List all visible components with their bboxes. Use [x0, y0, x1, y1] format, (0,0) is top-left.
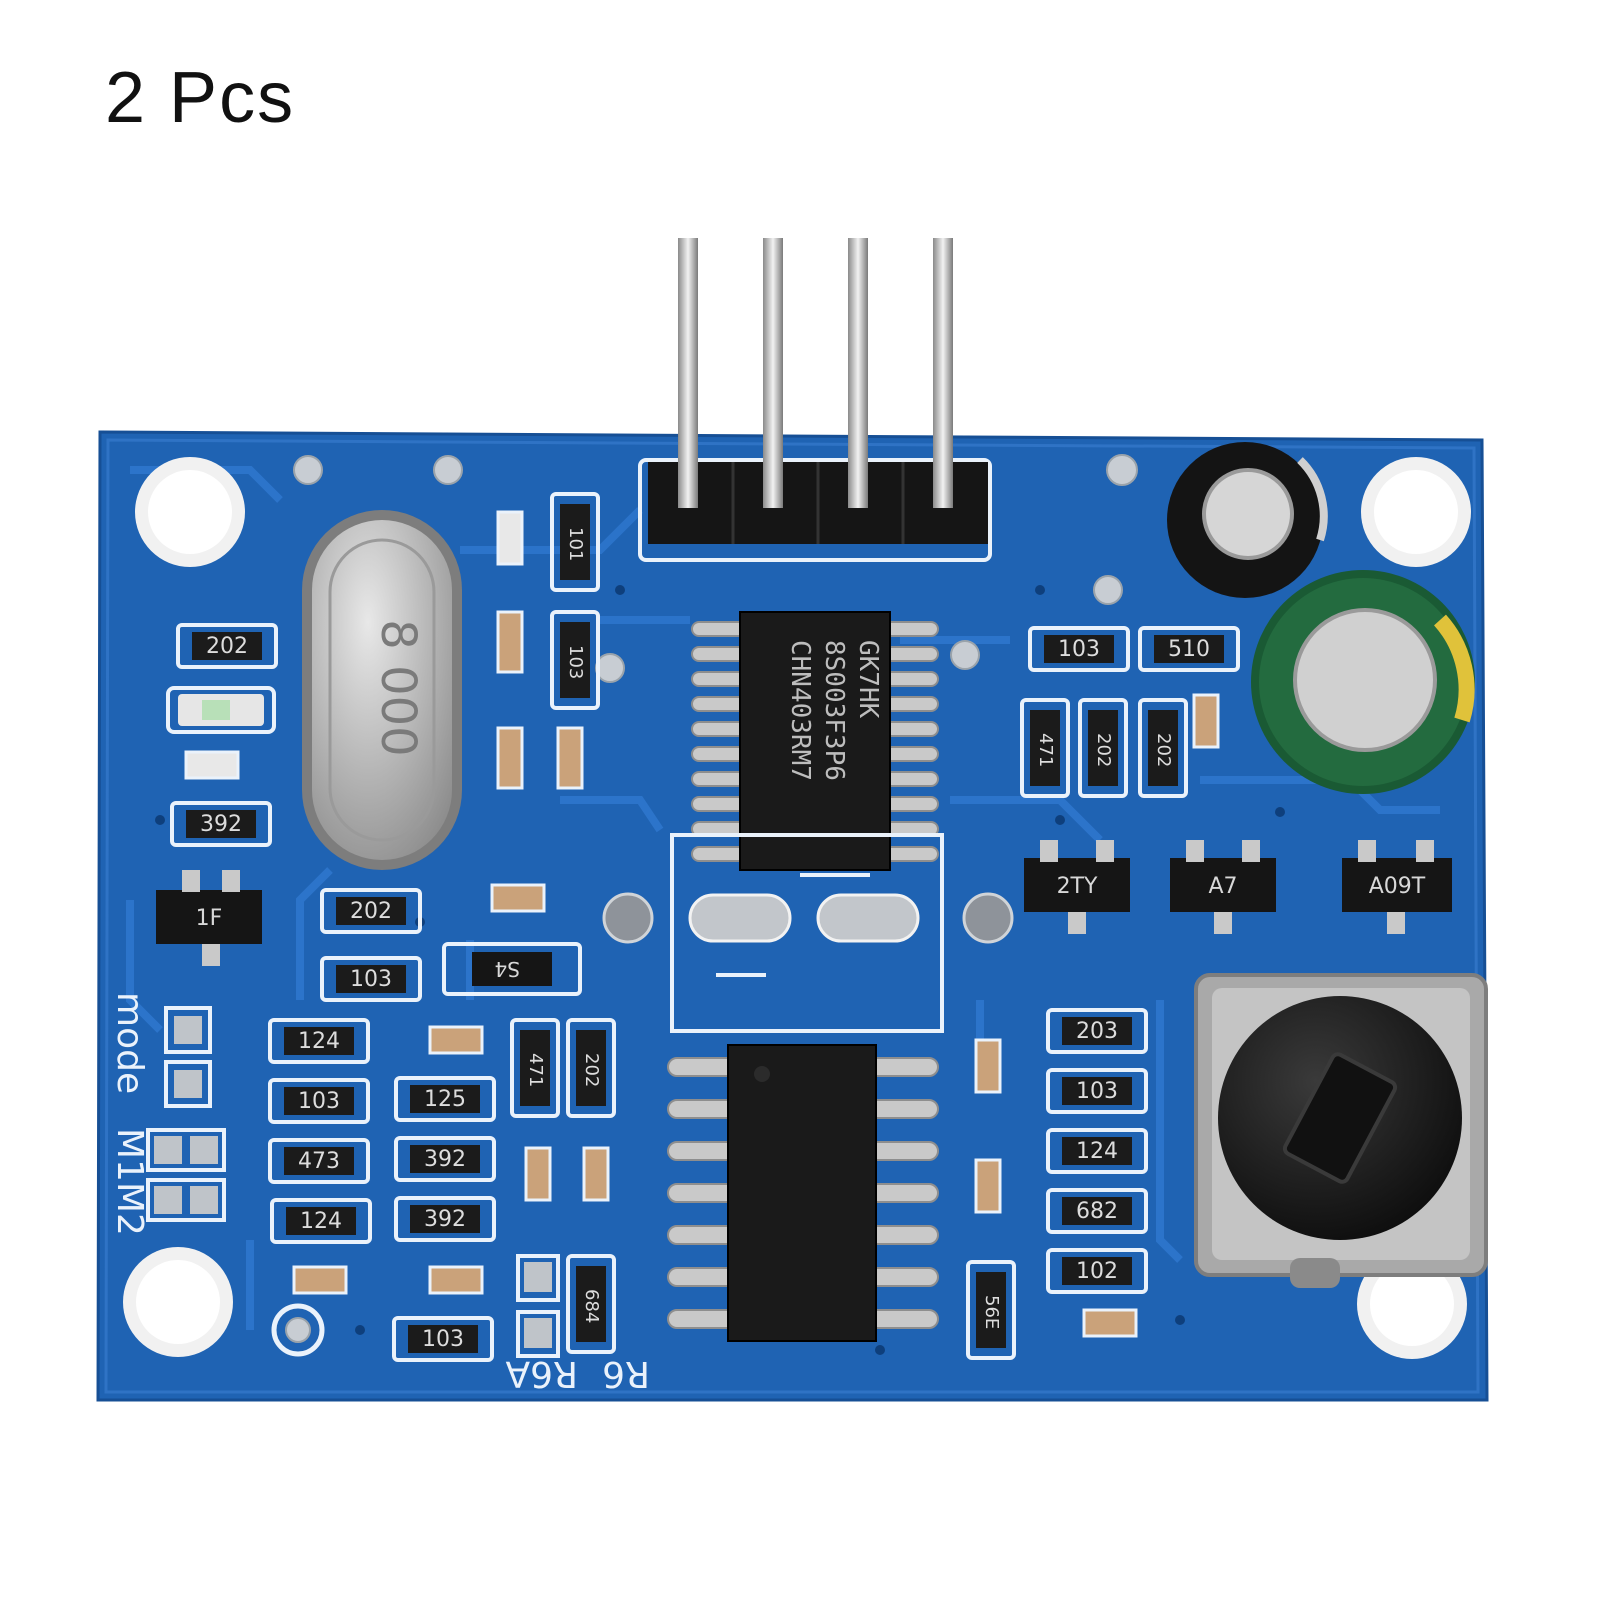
svg-text:A09T: A09T: [1369, 874, 1426, 899]
resistor-r-b8: 103: [392, 1316, 494, 1362]
svg-text:103: 103: [422, 1327, 464, 1352]
svg-text:103: 103: [1058, 637, 1100, 662]
resistor-r-b5: 125: [394, 1076, 496, 1122]
transistor-q1: 1F: [156, 870, 262, 966]
ceramic-capacitors: [184, 510, 1220, 1338]
resistor-r-left-2: 392: [170, 801, 272, 847]
jumper-pads: [146, 1006, 560, 1358]
svg-text:684: 684: [581, 1289, 602, 1323]
mcu-line-3: CHN403RM7: [785, 640, 815, 781]
resistor-r-b9: 471: [510, 1018, 560, 1118]
svg-text:103: 103: [1076, 1079, 1118, 1104]
svg-text:124: 124: [298, 1029, 340, 1054]
resistor-r-b4: 124: [270, 1198, 372, 1244]
resistor-r-mid-2: 103: [320, 956, 422, 1002]
svg-text:471: 471: [1035, 733, 1056, 767]
resistor-r-rc1: 203: [1046, 1008, 1148, 1054]
svg-text:510: 510: [1168, 637, 1210, 662]
svg-text:392: 392: [424, 1207, 466, 1232]
led: [166, 686, 276, 734]
svg-text:203: 203: [1076, 1019, 1118, 1044]
svg-text:103: 103: [565, 645, 586, 679]
svg-text:125: 125: [424, 1087, 466, 1112]
resistor-r-top-1: 101: [550, 492, 600, 592]
resistor-r-b10: 202: [566, 1018, 616, 1118]
resistor-r-rc5: 102: [1046, 1248, 1148, 1294]
caption-text: 2 Pcs: [105, 58, 296, 138]
resistor-r-b1: 124: [268, 1018, 370, 1064]
label-m1: M1: [109, 1128, 150, 1182]
svg-text:682: 682: [1076, 1199, 1118, 1224]
svg-text:202: 202: [1153, 733, 1174, 767]
resistor-r-left-1: 202: [176, 623, 278, 669]
resistor-array: 101 103 202 392 202 103 103 510 471 202 …: [170, 492, 1240, 1362]
resistor-r-top-2: 103: [550, 610, 600, 710]
potentiometer: [1194, 973, 1488, 1288]
svg-text:2TY: 2TY: [1057, 874, 1098, 899]
resistor-r-b3: 473: [268, 1138, 370, 1184]
electrolytic-capacitor-black: [1167, 442, 1328, 598]
label-mode: mode: [109, 992, 150, 1094]
crystal-oscillator: 8 000: [302, 510, 462, 870]
svg-text:202: 202: [350, 899, 392, 924]
resistor-r-b6: 392: [394, 1136, 496, 1182]
crystal-marking: 8 000: [370, 619, 426, 756]
svg-text:202: 202: [1093, 733, 1114, 767]
label-r6a: R6A: [505, 1353, 578, 1394]
electrolytic-capacitor-green: [1251, 570, 1475, 794]
resistor-r-rc3: 124: [1046, 1128, 1148, 1174]
resistor-r-mid-1: 202: [320, 888, 422, 934]
resistor-r-b11: 684: [566, 1254, 616, 1354]
transducer-pads: [602, 833, 1014, 1033]
svg-text:S4: S4: [495, 957, 520, 981]
svg-text:102: 102: [1076, 1259, 1118, 1284]
mcu-line-2: 8S003F3P6: [819, 640, 849, 781]
diode: S4: [442, 942, 582, 996]
resistor-r-rc2: 103: [1046, 1068, 1148, 1114]
svg-text:56E: 56E: [981, 1295, 1002, 1329]
resistor-r-b2: 103: [268, 1078, 370, 1124]
resistor-r-rc4: 682: [1046, 1188, 1148, 1234]
svg-text:392: 392: [200, 812, 242, 837]
resistor-r-b12: 56E: [966, 1260, 1016, 1360]
label-r6: R6: [602, 1353, 650, 1394]
svg-text:103: 103: [350, 967, 392, 992]
pin-header: [638, 238, 992, 562]
mcu-line-1: GK7HK: [853, 640, 883, 719]
label-m2: M2: [109, 1182, 150, 1236]
svg-text:471: 471: [525, 1053, 546, 1087]
driver-chip: [667, 1044, 939, 1342]
svg-text:1F: 1F: [196, 906, 223, 931]
resistor-r-right-1: 103: [1028, 626, 1130, 672]
resistor-r-right-5: 202: [1138, 698, 1188, 798]
resistor-r-right-3: 471: [1020, 698, 1070, 798]
transistor-q3: A7: [1170, 840, 1276, 934]
svg-text:392: 392: [424, 1147, 466, 1172]
resistor-r-right-2: 510: [1138, 626, 1240, 672]
transistors: 1F 2TY A7 A09T: [156, 840, 1452, 966]
resistor-r-b7: 392: [394, 1196, 496, 1242]
svg-text:202: 202: [206, 634, 248, 659]
svg-text:202: 202: [581, 1053, 602, 1087]
microcontroller-chip: GK7HK 8S003F3P6 CHN403RM7: [691, 611, 939, 871]
svg-text:A7: A7: [1208, 874, 1237, 899]
svg-text:473: 473: [298, 1149, 340, 1174]
svg-text:124: 124: [300, 1209, 342, 1234]
transistor-q4: A09T: [1342, 840, 1452, 934]
resistor-r-right-4: 202: [1078, 698, 1128, 798]
transistor-q2: 2TY: [1024, 840, 1130, 934]
svg-text:124: 124: [1076, 1139, 1118, 1164]
svg-text:101: 101: [565, 527, 586, 561]
svg-text:103: 103: [298, 1089, 340, 1114]
